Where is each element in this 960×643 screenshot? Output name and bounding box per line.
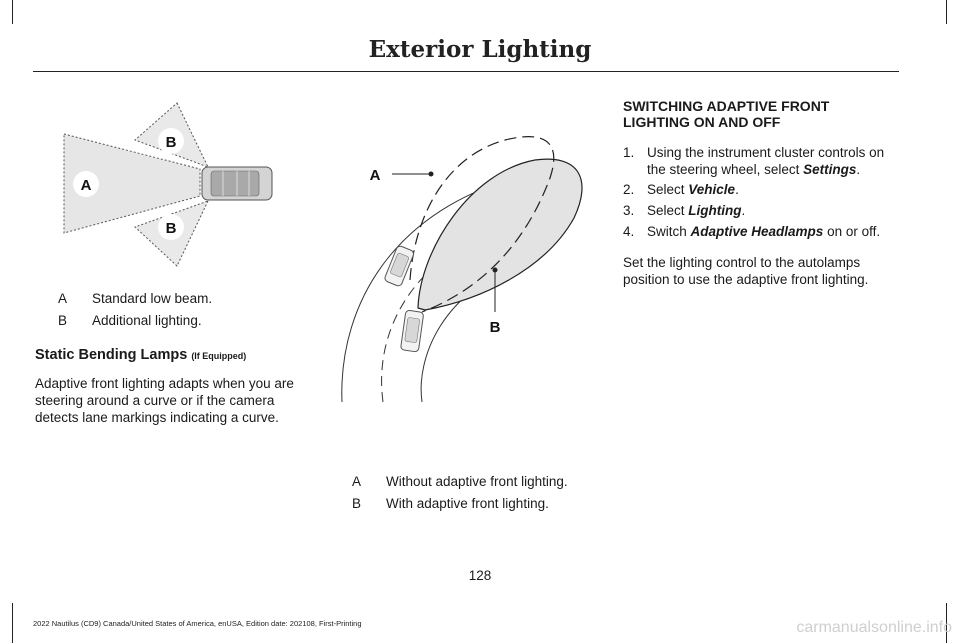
- edition-footer: 2022 Nautilus (CD9) Canada/United States…: [33, 619, 362, 628]
- crop-mark-bottom-left-v: [12, 603, 13, 643]
- low-beam-area: [63, 133, 201, 234]
- switching-heading: SWITCHING ADAPTIVE FRONT LIGHTING ON AND…: [623, 98, 830, 130]
- page-title: Exterior Lighting: [368, 36, 592, 63]
- autolamps-note: Set the lighting control to the autolamp…: [623, 255, 869, 287]
- step-1: 1. Using the instrument cluster controls…: [623, 145, 885, 177]
- callout-a-circle: [73, 171, 99, 197]
- static-bending-heading: Static Bending Lamps (If Equipped): [35, 347, 247, 363]
- vehicle-front-icon: [384, 245, 414, 287]
- beam-pattern-figure: A B B: [63, 102, 273, 267]
- callout-b: B: [490, 319, 501, 336]
- callout-a: A: [81, 177, 92, 194]
- title-rule: [33, 71, 899, 72]
- step-2: 2. Select Vehicle.: [623, 182, 739, 197]
- vehicle-icon: [201, 166, 273, 201]
- callout-b-dot: [492, 267, 498, 273]
- if-equipped-tag: (If Equipped): [191, 351, 247, 361]
- crop-mark-top-right-v: [946, 0, 947, 24]
- standard-beam-outline: [409, 136, 555, 313]
- callout-b-bottom-circle: [158, 214, 184, 240]
- crop-mark-bottom-right-v: [946, 603, 947, 643]
- watermark: carmanualsonline.info: [796, 619, 952, 636]
- callout-b-top: B: [166, 134, 177, 151]
- step-4: 4. Switch Adaptive Headlamps on or off.: [623, 224, 881, 239]
- curve-lighting-figure: A B: [341, 136, 583, 403]
- callout-b-top-circle: [158, 128, 184, 154]
- step-3: 3. Select Lighting.: [623, 203, 746, 218]
- page-number: 128: [468, 568, 492, 583]
- vehicle-rear-icon: [400, 310, 424, 353]
- callout-a: A: [370, 167, 381, 184]
- callout-a-dot: [428, 171, 434, 177]
- callout-b-bottom: B: [166, 220, 177, 237]
- crop-mark-top-left-v: [12, 0, 13, 24]
- adaptive-beam-area: [417, 158, 583, 311]
- static-bending-body: Adaptive front lighting adapts when you …: [35, 376, 294, 425]
